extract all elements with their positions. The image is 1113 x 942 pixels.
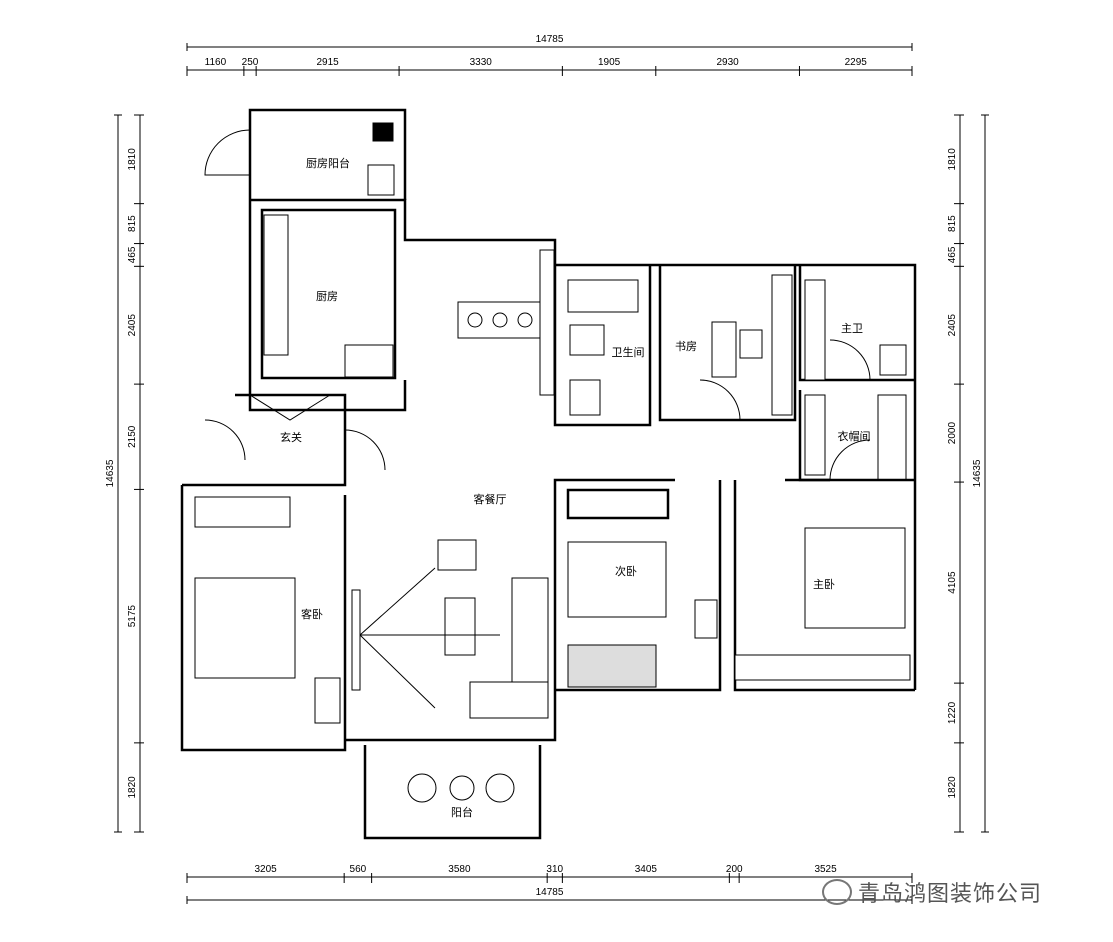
room-label-guest-bedroom: 客卧 bbox=[301, 607, 323, 621]
dimension-label: 2405 bbox=[947, 314, 958, 337]
dimension-label: 2295 bbox=[845, 57, 868, 68]
dimension-label: 14635 bbox=[105, 459, 116, 487]
dimension-label: 250 bbox=[242, 57, 259, 68]
dimension-label: 1810 bbox=[947, 148, 958, 171]
watermark: 青岛鸿图装饰公司 bbox=[822, 876, 1042, 908]
dimension-label: 5175 bbox=[127, 605, 138, 628]
room-label-kitchen-balcony: 厨房阳台 bbox=[306, 156, 350, 170]
dimension-label: 815 bbox=[127, 215, 138, 232]
room-label-study: 书房 bbox=[675, 340, 697, 353]
dimension-label: 815 bbox=[947, 215, 958, 232]
room-label-living-dining: 客餐厅 bbox=[474, 492, 507, 506]
room-label-master-bath: 主卫 bbox=[841, 322, 863, 335]
dimension-label: 14785 bbox=[536, 34, 564, 45]
dimension-label: 1810 bbox=[127, 148, 138, 171]
dimension-label: 3405 bbox=[635, 864, 658, 875]
dimension-label: 2405 bbox=[127, 314, 138, 337]
dimension-label: 3205 bbox=[254, 864, 277, 875]
dimension-label: 2150 bbox=[127, 425, 138, 448]
dimension-label: 1160 bbox=[205, 57, 227, 68]
dimension-label: 560 bbox=[350, 864, 367, 875]
dimension-label: 310 bbox=[546, 864, 563, 875]
room-label-closet: 衣帽间 bbox=[838, 429, 871, 443]
room-label-second-bedroom: 次卧 bbox=[615, 564, 637, 578]
dimension-label: 1220 bbox=[947, 701, 958, 724]
wechat-icon bbox=[822, 879, 852, 905]
dimension-lines: 14785 1160 250 2915 3330 1905 2930 2295 3205 560 3… bbox=[105, 34, 989, 904]
room-label-kitchen: 厨房 bbox=[316, 290, 338, 303]
dimension-label: 2915 bbox=[316, 57, 339, 68]
dimension-label: 3330 bbox=[470, 57, 493, 68]
room-labels: 厨房阳台 厨房 卫生间 书房 主卫 衣帽间 玄关 客餐厅 客卧 次卧 主卧 阳台 bbox=[280, 156, 871, 819]
dimension-label: 465 bbox=[127, 246, 138, 263]
room-label-bathroom: 卫生间 bbox=[612, 345, 645, 359]
dimension-label: 2930 bbox=[716, 57, 739, 68]
room-label-foyer: 玄关 bbox=[280, 430, 302, 444]
dimension-label: 3525 bbox=[814, 864, 837, 875]
dimension-label: 4105 bbox=[947, 571, 958, 594]
dimension-label: 465 bbox=[947, 246, 958, 263]
dimension-label: 14635 bbox=[972, 459, 983, 487]
dimension-label: 14785 bbox=[536, 887, 564, 898]
walls bbox=[180, 108, 917, 840]
dimension-label: 200 bbox=[726, 864, 743, 875]
room-label-balcony: 阳台 bbox=[451, 805, 473, 819]
watermark-text: 青岛鸿图装饰公司 bbox=[858, 882, 1043, 907]
dimension-label: 1820 bbox=[947, 776, 958, 799]
dimension-label: 1905 bbox=[598, 57, 621, 68]
dimension-label: 2000 bbox=[947, 422, 958, 445]
dimension-label: 1820 bbox=[127, 776, 138, 799]
room-label-master-bedroom: 主卧 bbox=[813, 578, 835, 591]
dimension-label: 3580 bbox=[448, 864, 471, 875]
